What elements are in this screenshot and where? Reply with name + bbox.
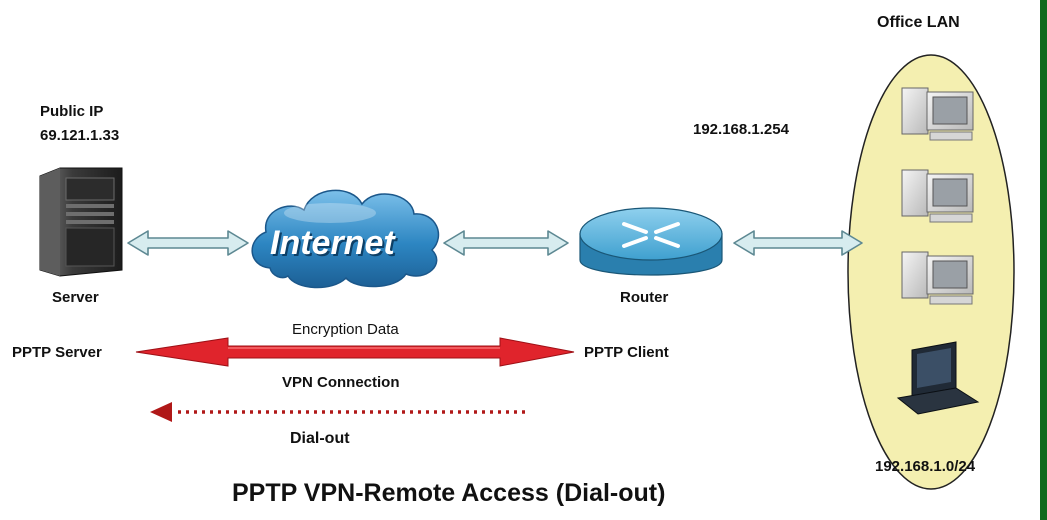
server-icon <box>40 168 122 276</box>
link-server-internet <box>128 231 248 255</box>
link-router-lan <box>734 231 862 255</box>
public-ip-label: Public IP <box>40 103 103 120</box>
router-icon <box>580 208 722 275</box>
router-ip: 192.168.1.254 <box>693 121 789 138</box>
lan-pc-1-icon <box>902 88 973 140</box>
pptp-server-label: PPTP Server <box>12 344 102 361</box>
vpn-connection-label: VPN Connection <box>282 374 400 391</box>
link-internet-router <box>444 231 568 255</box>
pptp-client-label: PPTP Client <box>584 344 669 361</box>
lan-subnet: 192.168.1.0/24 <box>875 458 975 475</box>
pptp-tunnel-arrow <box>136 338 574 366</box>
server-label: Server <box>52 289 99 306</box>
router-label: Router <box>620 289 668 306</box>
right-border-accent <box>1040 0 1047 520</box>
internet-label: Internet <box>270 224 395 263</box>
dial-out-arrow <box>150 402 530 422</box>
dial-out-label: Dial-out <box>290 430 350 448</box>
diagram-title: PPTP VPN-Remote Access (Dial-out) <box>232 479 665 508</box>
office-lan-label: Office LAN <box>877 14 960 32</box>
lan-pc-3-icon <box>902 252 973 304</box>
encryption-data-label: Encryption Data <box>292 321 399 338</box>
public-ip-address: 69.121.1.33 <box>40 127 119 144</box>
lan-pc-2-icon <box>902 170 973 222</box>
